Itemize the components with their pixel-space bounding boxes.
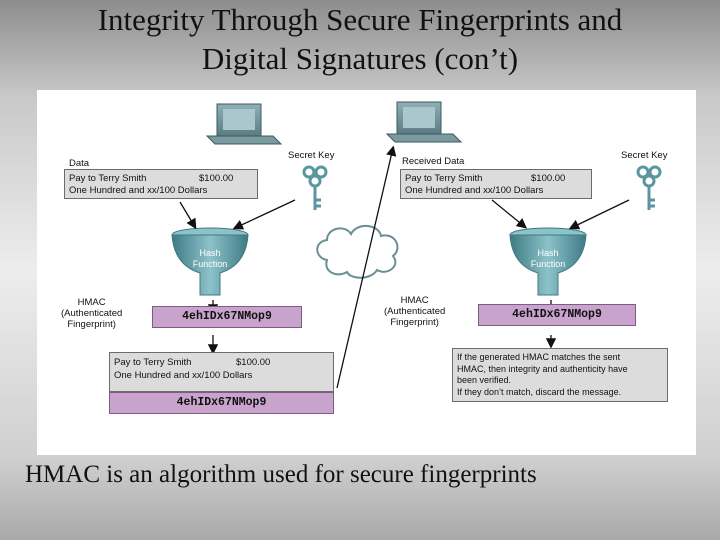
- receiver-hash-line1: Hash: [537, 248, 559, 258]
- receiver-data-line1-right: $100.00: [531, 173, 566, 184]
- receiver-data-line2: One Hundred and xx/100 Dollars: [405, 185, 544, 196]
- diagram-graphics: [171, 101, 662, 389]
- verification-result-box: If the generated HMAC matches the sent H…: [452, 348, 668, 402]
- result-line1: If the generated HMAC matches the sent: [457, 352, 621, 362]
- sender-hash-line1: Hash: [199, 248, 221, 258]
- sender-data-box: Pay to Terry Smith $100.00 One Hundred a…: [64, 169, 258, 199]
- receiver-hmac-label-line3: Fingerprint): [390, 317, 439, 328]
- sender-hmac-label: HMAC (Authenticated Fingerprint): [61, 297, 122, 330]
- result-line3: been verified.: [457, 375, 512, 385]
- sender-packet-data-box: Pay to Terry Smith $100.00 One Hundred a…: [109, 352, 334, 392]
- network-cloud-icon: [316, 225, 399, 279]
- receiver-hash-funnel-icon: [509, 227, 587, 296]
- sender-hash-function-label: Hash Function: [180, 248, 240, 270]
- sender-hmac-label-line1: HMAC: [77, 297, 106, 308]
- sender-data-line2: One Hundred and xx/100 Dollars: [69, 185, 208, 196]
- receiver-hmac-label: HMAC (Authenticated Fingerprint): [384, 295, 445, 328]
- packet-hmac-value: 4ehIDx67NMop9: [109, 392, 334, 414]
- title-line-2: Digital Signatures (con’t): [201, 41, 519, 76]
- sender-hash-funnel-icon: [171, 227, 249, 296]
- receiver-data-box: Pay to Terry Smith $100.00 One Hundred a…: [400, 169, 592, 199]
- title-line-1: Integrity Through Secure Fingerprints an…: [97, 2, 623, 37]
- sender-data-line1-right: $100.00: [199, 173, 234, 184]
- slide-title: Integrity Through Secure Fingerprints an…: [0, 0, 720, 78]
- receiver-hmac-label-line1: HMAC: [400, 295, 429, 306]
- receiver-secret-key-label: Secret Key: [621, 150, 668, 161]
- receiver-hmac-value: 4ehIDx67NMop9: [478, 304, 636, 326]
- result-line4: If they don’t match, discard the message…: [457, 386, 622, 397]
- receiver-hash-function-label: Hash Function: [518, 248, 578, 270]
- packet-data-line2: One Hundred and xx/100 Dollars: [114, 370, 253, 381]
- sender-data-line1-left: Pay to Terry Smith: [69, 173, 147, 184]
- sender-hmac-label-line2: (Authenticated: [61, 308, 123, 319]
- sender-computer-icon: [205, 103, 283, 145]
- receiver-hash-line2: Function: [530, 259, 566, 269]
- packet-data-line1-right: $100.00: [236, 357, 271, 368]
- receiver-key-icon: [636, 165, 662, 210]
- receiver-hmac-label-line2: (Authenticated: [384, 306, 446, 317]
- packet-data-line1-left: Pay to Terry Smith: [114, 357, 192, 368]
- sender-hmac-value: 4ehIDx67NMop9: [152, 306, 302, 328]
- receiver-data-line1-left: Pay to Terry Smith: [405, 173, 483, 184]
- sender-secret-key-label: Secret Key: [288, 150, 335, 161]
- receiver-computer-icon: [385, 101, 463, 143]
- sender-key-icon: [302, 165, 328, 210]
- receiver-data-label: Received Data: [402, 156, 465, 167]
- hmac-diagram: Data Secret Key Pay to Terry Smith $100.…: [37, 90, 696, 455]
- slide-caption: HMAC is an algorithm used for secure fin…: [25, 461, 537, 488]
- sender-data-label: Data: [69, 158, 90, 169]
- result-line2: HMAC, then integrity and authenticity ha…: [457, 363, 628, 374]
- sender-hash-line2: Function: [192, 259, 228, 269]
- sender-hmac-label-line3: Fingerprint): [67, 319, 116, 330]
